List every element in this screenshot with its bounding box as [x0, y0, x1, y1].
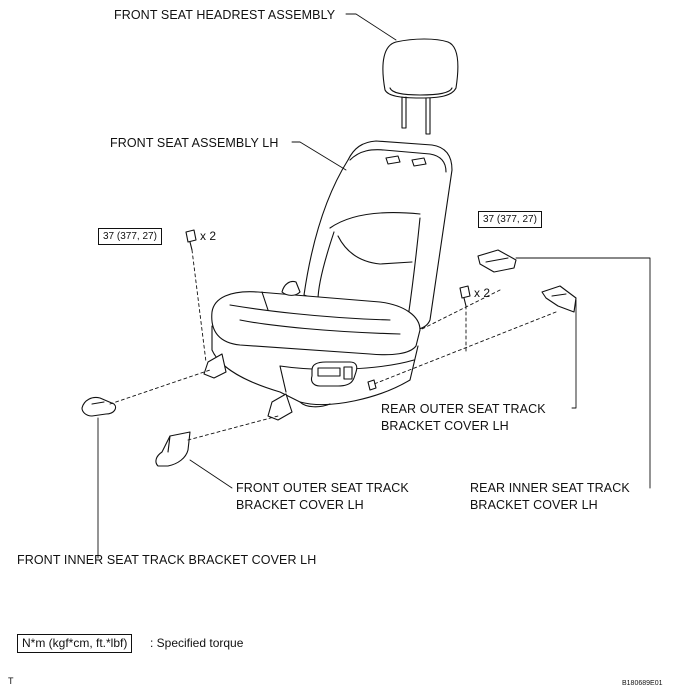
figure-id: B180689E01	[622, 680, 663, 687]
bolt-left-part	[185, 229, 197, 251]
legend-unit-box: N*m (kgf*cm, ft.*lbf)	[17, 634, 133, 653]
headrest-label: FRONT SEAT HEADREST ASSEMBLY	[114, 8, 336, 22]
torque-right-multiplier: x 2	[474, 286, 491, 300]
rear-outer-label-line1: REAR OUTER SEAT TRACK	[381, 402, 546, 416]
rear-outer-cover-part	[477, 249, 517, 273]
front-outer-label-line1: FRONT OUTER SEAT TRACK	[236, 481, 409, 495]
torque-left-multiplier: x 2	[200, 229, 217, 243]
legend-description: : Specified torque	[150, 636, 244, 650]
seat-assembly-label: FRONT SEAT ASSEMBLY LH	[110, 136, 279, 150]
rear-inner-label-line2: BRACKET COVER LH	[470, 498, 598, 512]
front-inner-label: FRONT INNER SEAT TRACK BRACKET COVER LH	[17, 553, 317, 567]
corner-mark: T	[8, 676, 14, 686]
torque-right-box: 37 (377, 27)	[478, 211, 542, 228]
front-outer-label-line2: BRACKET COVER LH	[236, 498, 364, 512]
front-inner-cover-part	[81, 396, 117, 417]
rear-inner-label-line1: REAR INNER SEAT TRACK	[470, 481, 630, 495]
rear-outer-label-line2: BRACKET COVER LH	[381, 419, 509, 433]
leader-lines	[97, 13, 651, 559]
front-outer-cover-part	[155, 431, 191, 467]
headrest-part	[382, 38, 459, 135]
torque-left-box: 37 (377, 27)	[98, 228, 162, 245]
seat-part	[203, 140, 453, 421]
dashed-assembly-lines	[109, 249, 557, 441]
rear-inner-cover-part	[541, 285, 577, 313]
bolt-right-part	[459, 285, 471, 307]
